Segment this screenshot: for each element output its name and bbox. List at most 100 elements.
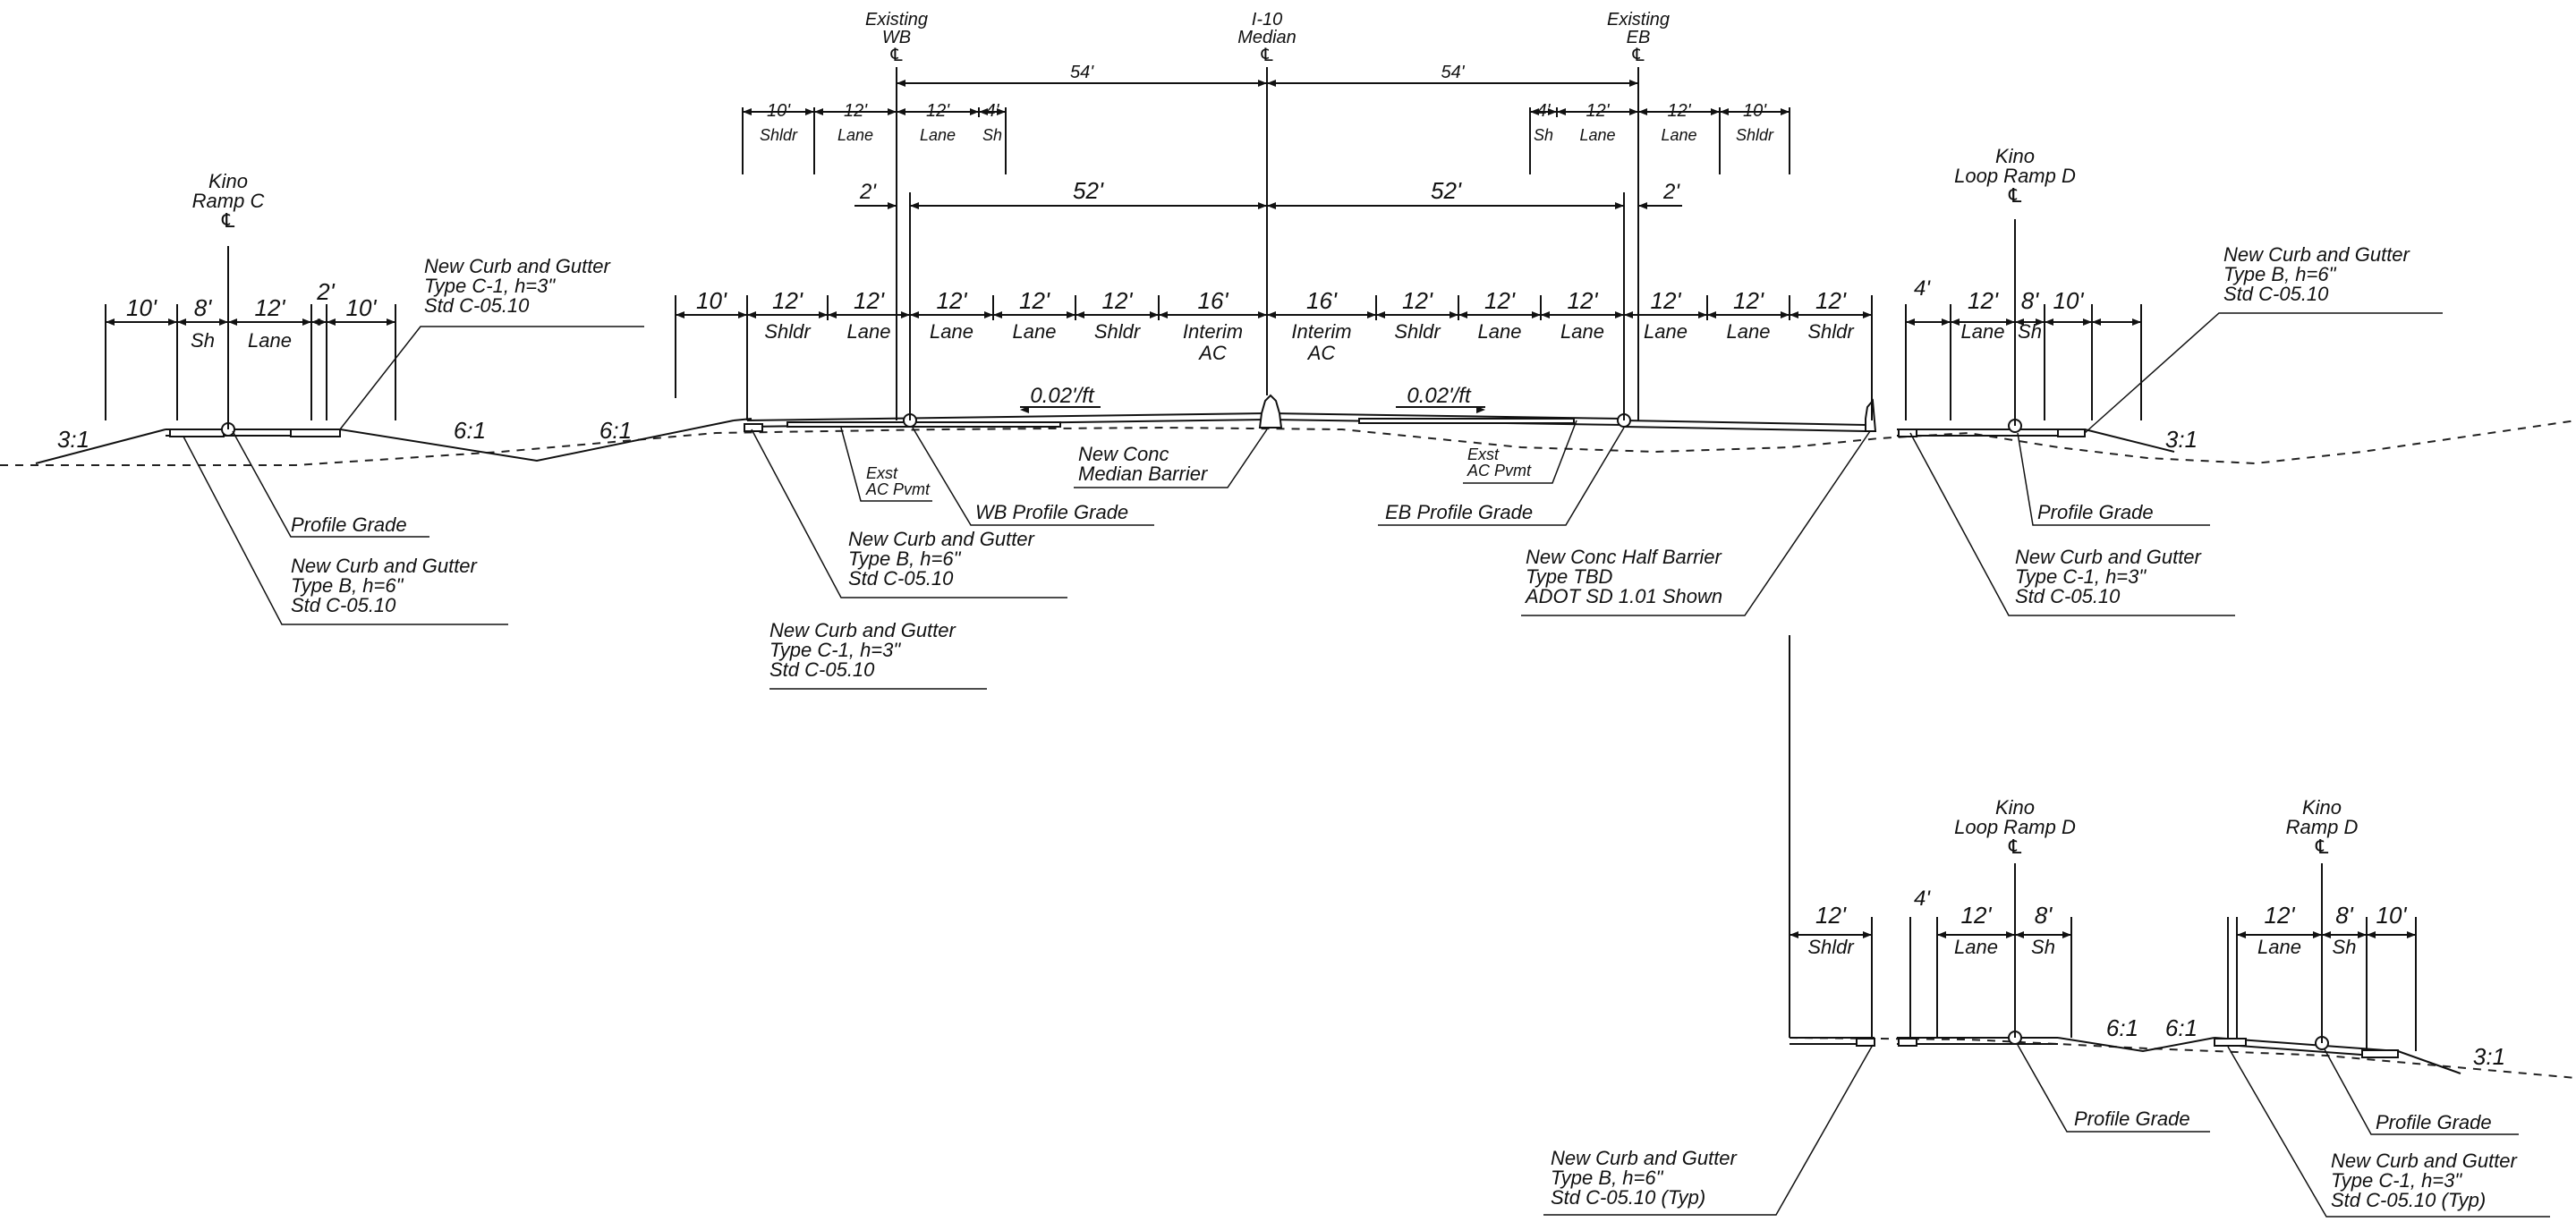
upper-left-lanes-arrowhead bbox=[743, 108, 752, 115]
leader-mainline-curb-b bbox=[751, 429, 1067, 598]
note-ramp-c-curb-c1-line: Std C-05.10 bbox=[424, 294, 530, 317]
leader-bottom-ramp-d-profile-grade bbox=[2324, 1048, 2519, 1135]
ramp-c-curb-left bbox=[169, 429, 225, 437]
bottom-curb-left bbox=[1856, 1038, 1875, 1047]
note-mainline-curb-b-line: Std C-05.10 bbox=[848, 567, 954, 590]
bottom-loop-ramp-d-lanes-arrowhead bbox=[2015, 931, 2024, 938]
upper-right-lanes-dimension-value: 10' bbox=[1743, 101, 1767, 121]
bottom-ramp-d-lanes-arrowhead bbox=[2367, 931, 2376, 938]
bottom-ramp-d-lanes-dimension-value: 8' bbox=[2335, 902, 2353, 929]
ramp-c-lanes-dimension-value: 10' bbox=[126, 294, 157, 321]
loop-ramp-d-top-lanes-arrowhead bbox=[2006, 318, 2015, 326]
slope-label-6-to-1: 6:1 bbox=[599, 417, 632, 444]
note-bottom-loop-ramp-d-profile-grade: Profile Grade bbox=[2074, 1107, 2190, 1130]
note-loop-ramp-d-curb-c1-line: Type C-1, h=3" bbox=[2015, 565, 2147, 588]
leader-wb-profile-grade bbox=[912, 427, 1154, 526]
bottom-ramp-d-lanes-lane-label: Lane bbox=[2257, 936, 2301, 958]
mainline-lanes-lane-label: Shldr bbox=[1094, 320, 1142, 343]
upper-left-lanes-arrowhead bbox=[805, 108, 814, 115]
upper-right-lanes-lane-label: Lane bbox=[1661, 126, 1696, 144]
eb-outer-pavement bbox=[1623, 420, 1866, 426]
slope-label-3-to-1: 3:1 bbox=[57, 426, 89, 453]
upper-left-lanes-arrowhead bbox=[814, 108, 823, 115]
leader-bottom-curb-c1 bbox=[2227, 1046, 2550, 1218]
ramp-c-lanes-arrowhead bbox=[228, 318, 237, 326]
mainline-lanes-arrowhead bbox=[901, 311, 910, 318]
upper-left-lanes-dimension-value: 10' bbox=[767, 101, 791, 121]
bottom-4ft-value: 4' bbox=[1914, 887, 1931, 911]
loop-ramp-d-top-lanes-arrowhead bbox=[1951, 318, 1960, 326]
dim-52-arrowhead bbox=[1615, 202, 1624, 209]
median-centerline-title-line: ℄ bbox=[1259, 46, 1275, 65]
bottom-shoulder-arrowhead bbox=[1863, 931, 1872, 938]
mainline-lanes-dimension-value: 12' bbox=[772, 287, 803, 314]
mainline-lanes-arrowhead bbox=[1707, 311, 1716, 318]
eb-centerline-title-line: EB bbox=[1627, 28, 1651, 47]
bottom-ramp-d-lanes-lane-label: Sh bbox=[2333, 936, 2357, 958]
leader-ramp-c-curb-c1 bbox=[339, 326, 644, 430]
upper-right-lanes-arrowhead bbox=[1629, 108, 1638, 115]
ramp-c-lanes-arrowhead bbox=[168, 318, 177, 326]
mainline-lanes-arrowhead bbox=[747, 311, 756, 318]
upper-left-lanes-dimension-value: 12' bbox=[926, 101, 950, 121]
note-bottom-curb-c1-line: Std C-05.10 (Typ) bbox=[2331, 1189, 2486, 1211]
mainline-lanes-arrowhead bbox=[1698, 311, 1707, 318]
bottom-loop-ramp-d-centerline-title-line: Kino bbox=[1995, 796, 2035, 819]
ramp-c-2ft-value: 2' bbox=[316, 278, 335, 305]
bottom-loop-ramp-d-lanes-arrowhead bbox=[1937, 931, 1946, 938]
leader-eb-exst-pvmt bbox=[1463, 420, 1577, 484]
note-mainline-curb-c1-line: Type C-1, h=3" bbox=[769, 639, 901, 661]
section-annotations: ExistingWB℄I-10Median℄ExistingEB℄KinoRam… bbox=[57, 10, 2519, 1211]
upper-left-lanes-lane-label: Lane bbox=[837, 126, 873, 144]
leader-loop-ramp-d-profile-grade bbox=[2017, 432, 2210, 526]
bottom-ditch bbox=[2057, 1037, 2215, 1053]
bottom-right-foreslope bbox=[2397, 1050, 2461, 1074]
wb-centerline-title-line: Existing bbox=[865, 10, 928, 30]
bottom-ramp-d-centerline-title-line: Ramp D bbox=[2286, 816, 2359, 838]
note-ramp-c-curb-b-line: Std C-05.10 bbox=[291, 594, 396, 616]
leader-median-barrier bbox=[1074, 429, 1268, 488]
note-half-barrier-line: Type TBD bbox=[1526, 565, 1613, 588]
right-foreslope bbox=[2084, 429, 2175, 453]
bottom-ramp-d-lanes-arrowhead bbox=[2407, 931, 2416, 938]
mainline-left-curb bbox=[744, 423, 763, 432]
bottom-loop-ramp-d-lanes-lane-label: Sh bbox=[2031, 936, 2055, 958]
loop-ramp-d-top-centerline-title-line: Kino bbox=[1995, 145, 2035, 167]
bottom-loop-ramp-d-centerline-title-line: Loop Ramp D bbox=[1954, 816, 2076, 838]
dim-52-arrowhead bbox=[1258, 202, 1267, 209]
mainline-lanes-arrowhead bbox=[1267, 311, 1276, 318]
bottom-shoulder-dimension-value: 12' bbox=[1815, 902, 1847, 929]
dim-2-value: 2' bbox=[1662, 180, 1680, 204]
ramp-c-lanes-arrowhead bbox=[219, 318, 228, 326]
upper-right-lanes-lane-label: Sh bbox=[1534, 126, 1553, 144]
dim-54-arrowhead bbox=[1267, 80, 1276, 87]
ramp-c-lanes-arrowhead bbox=[327, 318, 336, 326]
median-barrier bbox=[1258, 394, 1283, 429]
upper-left-lanes-arrowhead bbox=[888, 108, 897, 115]
dim-54-arrowhead bbox=[1258, 80, 1267, 87]
note-ramp-c-profile-grade: Profile Grade bbox=[291, 513, 407, 536]
note-loop-ramp-d-curb-b-line: Std C-05.10 bbox=[2223, 283, 2329, 305]
ramp-c-lanes-dimension-value: 8' bbox=[194, 294, 212, 321]
mainline-lanes-lane-label: AC bbox=[1197, 342, 1227, 364]
cross-slope-arrow bbox=[1476, 406, 1485, 413]
bottom-ramp-d-centerline-title-line: Kino bbox=[2302, 796, 2342, 819]
mainline-lanes-arrowhead bbox=[1624, 311, 1633, 318]
ramp-c-curb-right bbox=[290, 429, 341, 437]
loop-ramp-d-top-lanes-dimension-value: 10' bbox=[2053, 287, 2085, 314]
note-bottom-curb-b-line: New Curb and Gutter bbox=[1551, 1147, 1739, 1169]
mainline-lanes-arrowhead bbox=[1863, 311, 1872, 318]
loop-ramp-d-top-centerline-title-line: Loop Ramp D bbox=[1954, 165, 2076, 187]
leader-bottom-loop-ramp-d-profile-grade bbox=[2017, 1044, 2210, 1133]
dim-52-arrowhead bbox=[1267, 202, 1276, 209]
note-eb-exst-pvmt-line: AC Pvmt bbox=[1467, 462, 1532, 479]
mainline-lanes-lane-label: Lane bbox=[1478, 320, 1522, 343]
mainline-lanes-arrowhead bbox=[1541, 311, 1550, 318]
dim-2-arrowhead bbox=[888, 202, 897, 209]
note-median-barrier-line: New Conc bbox=[1078, 443, 1169, 465]
mainline-lanes-dimension-value: 12' bbox=[854, 287, 885, 314]
dim-54-dimension-value: 54' bbox=[1070, 63, 1094, 82]
ramp-c-lanes-lane-label: Lane bbox=[248, 329, 292, 352]
mainline-left-foreslope bbox=[733, 418, 752, 421]
